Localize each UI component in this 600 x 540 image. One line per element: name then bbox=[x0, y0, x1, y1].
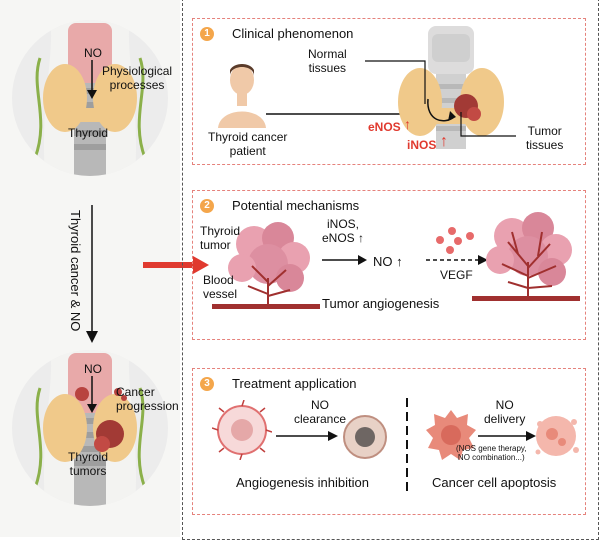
angiogenic-cell-illustration bbox=[212, 400, 272, 460]
panel-treatment-application bbox=[192, 368, 586, 515]
enos-up-arrow: ↑ bbox=[404, 116, 411, 132]
clearance-arrow bbox=[276, 430, 340, 442]
no-clearance-label: NO clearance bbox=[294, 398, 347, 426]
curved-arrow bbox=[424, 95, 458, 129]
red-pointer-arrow bbox=[143, 256, 211, 274]
angiogenesis-inhibition-label: Angiogenesis inhibition bbox=[236, 475, 369, 490]
patient-label: Thyroid cancer patient bbox=[208, 130, 288, 158]
panel-potential-mechanisms bbox=[192, 190, 586, 340]
patient-icon bbox=[216, 58, 268, 128]
no-up-label: NO ↑ bbox=[373, 254, 403, 269]
panel1-number: 1 bbox=[200, 27, 214, 41]
tumor-illustration bbox=[212, 216, 320, 316]
apoptotic-cell-illustration bbox=[530, 410, 582, 462]
panel3-title: Treatment application bbox=[232, 376, 357, 391]
tumor-tissues-pointer bbox=[460, 112, 520, 142]
inhibited-cell-illustration bbox=[340, 412, 390, 462]
bottom-no-label: NO bbox=[84, 362, 102, 376]
panel3-number: 3 bbox=[200, 377, 214, 391]
vegf-dots bbox=[432, 226, 476, 256]
tumor-angiogenesis-label: Tumor angiogenesis bbox=[322, 296, 440, 311]
flow-arrow bbox=[84, 205, 100, 345]
panel-clinical-phenomenon bbox=[192, 18, 586, 165]
top-no-arrow bbox=[86, 60, 98, 100]
normal-tissues-pointer bbox=[365, 60, 445, 110]
panel2-title: Potential mechanisms bbox=[232, 198, 360, 213]
panel1-title: Clinical phenomenon bbox=[232, 26, 354, 41]
top-no-label: NO bbox=[84, 46, 102, 60]
thyroid-label: Thyroid bbox=[68, 126, 109, 140]
bottom-no-arrow bbox=[86, 376, 98, 416]
no-delivery-label: NO delivery bbox=[484, 398, 526, 426]
enos-label: eNOS bbox=[368, 120, 401, 134]
blood-vessel-label: Blood vessel bbox=[203, 273, 238, 301]
delivery-note: (NOS gene therapy, NO combination...) bbox=[456, 444, 527, 462]
delivery-arrow bbox=[478, 430, 538, 442]
inos-up-arrow: ↑ bbox=[440, 133, 448, 150]
panel2-number: 2 bbox=[200, 199, 214, 213]
thyroid-tumor-label: Thyroid tumor bbox=[200, 224, 241, 252]
inos-label: iNOS bbox=[407, 138, 437, 152]
enzymes-label: iNOS, eNOS ↑ bbox=[322, 217, 365, 245]
thyroid-tumors-label: Thyroid tumors bbox=[68, 450, 109, 478]
physiological-processes-label: Physiological processes bbox=[102, 64, 173, 92]
thyroid-tumor-illustration bbox=[10, 348, 170, 508]
angiogenic-tumor-illustration bbox=[472, 206, 580, 310]
normal-tissues-label: Normal tissues bbox=[308, 47, 347, 75]
enzymes-arrow bbox=[322, 254, 368, 266]
tumor-tissues-label: Tumor tissues bbox=[526, 124, 564, 152]
vegf-label: VEGF bbox=[440, 268, 473, 282]
cancer-progression-label: Cancer progression bbox=[116, 385, 179, 413]
cancer-cell-apoptosis-label: Cancer cell apoptosis bbox=[432, 475, 557, 490]
vegf-arrow bbox=[426, 254, 490, 266]
panel3-divider bbox=[405, 398, 409, 496]
flow-label: Thyroid cancer & NO bbox=[68, 210, 83, 332]
clinical-thyroid-illustration bbox=[396, 24, 506, 149]
cancer-cell-illustration bbox=[424, 408, 478, 462]
